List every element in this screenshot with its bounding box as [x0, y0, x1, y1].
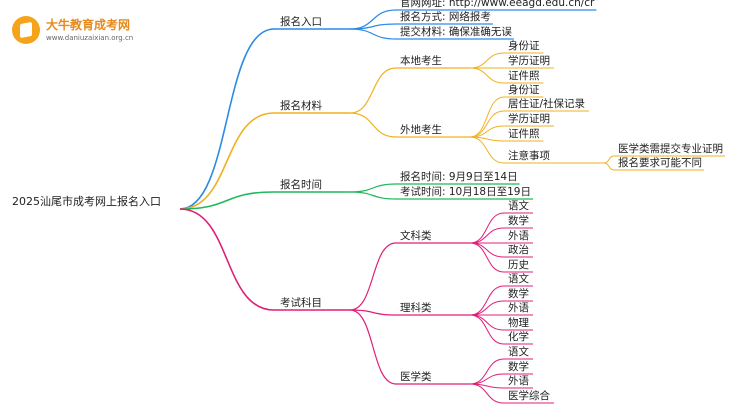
- connector: [469, 358, 505, 385]
- leaf-node: 数学: [508, 360, 529, 373]
- leaf-node: 语文: [508, 345, 529, 358]
- connector: [469, 52, 505, 69]
- connector: [349, 23, 397, 30]
- logo-title: 大牛教育成考网: [46, 18, 131, 32]
- connector: [469, 96, 505, 138]
- connector: [469, 242, 505, 258]
- connector: [349, 183, 397, 193]
- category-node: 本地考生: [400, 54, 442, 67]
- category-node: 医学类: [400, 370, 432, 383]
- category-node: 理科类: [400, 301, 432, 314]
- connector: [469, 383, 505, 404]
- leaf-node: 物理: [508, 316, 529, 329]
- category-node: 外地考生: [400, 123, 442, 136]
- leaf-node: 报名时间: 9月9日至14日: [400, 170, 518, 183]
- connector: [349, 112, 397, 138]
- connector: [179, 191, 275, 210]
- connector: [603, 162, 615, 171]
- category-node: 文科类: [400, 229, 432, 242]
- connector: [179, 112, 275, 210]
- leaf-node: 数学: [508, 214, 529, 227]
- connector: [469, 314, 505, 331]
- connector: [469, 373, 505, 385]
- leaf-node: 身份证: [508, 83, 540, 96]
- leaf-node: 外语: [508, 302, 529, 314]
- connector: [469, 285, 505, 316]
- branch-node: 报名时间: [280, 178, 322, 191]
- leaf-node: 证件照: [508, 70, 540, 82]
- connector: [603, 155, 615, 164]
- logo-url: www.daniuzaixian.org.cn: [46, 34, 134, 42]
- connector: [469, 314, 505, 345]
- connector: [349, 67, 397, 114]
- connector: [349, 191, 397, 200]
- leaf-node: 报名要求可能不同: [618, 156, 702, 169]
- leaf-node: 化学: [508, 330, 529, 343]
- leaf-node: 报名方式: 网络报考: [400, 10, 491, 23]
- connector: [469, 227, 505, 244]
- branch-node: 报名入口: [280, 15, 322, 28]
- branch-node: 报名材料: [280, 99, 322, 112]
- connector: [349, 309, 397, 316]
- leaf-node: 提交材料: 确保准确无误: [400, 25, 512, 38]
- leaf-node: 学历证明: [508, 54, 550, 67]
- site-logo: 大牛教育成考网 www.daniuzaixian.org.cn: [12, 14, 142, 50]
- connector: [469, 110, 505, 138]
- leaf-node: 学历证明: [508, 112, 550, 125]
- leaf-node: 外语: [508, 230, 529, 242]
- leaf-node: 医学综合: [508, 389, 550, 402]
- connector: [179, 208, 275, 311]
- book-icon: [12, 16, 40, 44]
- leaf-node: 外语: [508, 375, 529, 387]
- leaf-node: 医学类需提交专业证明: [618, 142, 723, 155]
- connector: [469, 242, 505, 273]
- leaf-node: 语文: [508, 199, 529, 212]
- branch-node: 考试科目: [280, 296, 322, 309]
- connector: [469, 136, 505, 164]
- leaf-node: 考试时间: 10月18日至19日: [400, 185, 531, 198]
- category-node: 注意事项: [508, 149, 550, 162]
- root-node: 2025汕尾市成考网上报名入口: [12, 194, 161, 208]
- leaf-node: 官网网址: http://www.eeagd.edu.cn/cr: [400, 0, 595, 9]
- leaf-node: 数学: [508, 287, 529, 300]
- connector: [179, 28, 275, 210]
- leaf-node: 居住证/社保记录: [508, 97, 585, 110]
- leaf-node: 政治: [508, 243, 529, 256]
- connector: [349, 309, 397, 385]
- leaf-node: 语文: [508, 272, 529, 285]
- leaf-node: 身份证: [508, 39, 540, 52]
- connector: [349, 242, 397, 311]
- connector: [469, 67, 505, 84]
- connector: [349, 28, 397, 40]
- connector: [469, 300, 505, 316]
- leaf-node: 证件照: [508, 128, 540, 140]
- leaf-node: 历史: [508, 259, 529, 271]
